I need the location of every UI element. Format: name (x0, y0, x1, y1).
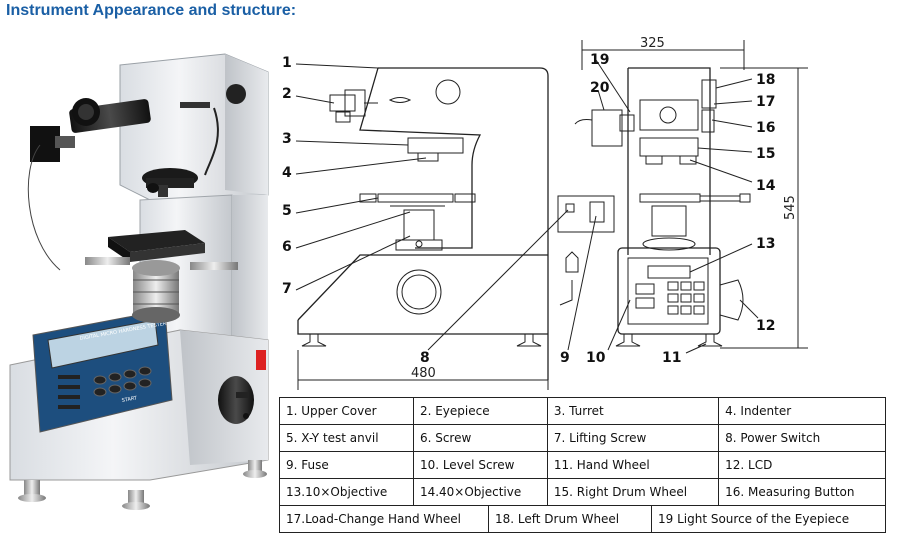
callout-14: 14 (756, 178, 776, 194)
callout-15: 15 (756, 146, 775, 162)
callout-8: 8 (420, 350, 430, 366)
table-cell: 4. Indenter (718, 397, 886, 425)
table-cell: 3. Turret (546, 397, 720, 425)
callouts: 1 2 3 4 5 6 7 8 9 10 11 12 13 14 15 16 1… (282, 52, 776, 366)
callout-2: 2 (282, 86, 292, 102)
table-cell-last-row: 17.Load-Change Hand Wheel 18. Left Drum … (279, 505, 886, 533)
table-cell: 19 Light Source of the Eyepiece (658, 512, 850, 526)
page-title: Instrument Appearance and structure: (6, 2, 297, 19)
table-cell: 10. Level Screw (412, 451, 548, 479)
structure-drawing: 480 (282, 36, 808, 390)
table-cell: 15. Right Drum Wheel (546, 478, 720, 506)
callout-4: 4 (282, 165, 292, 181)
callout-10: 10 (586, 350, 606, 366)
table-cell: 6. Screw (412, 424, 548, 452)
start-key-label: START (121, 395, 138, 404)
hand-wheel (218, 376, 254, 424)
xy-test-anvil (108, 230, 205, 252)
dim-325: 325 (640, 36, 665, 51)
callout-16: 16 (756, 120, 775, 136)
callout-9: 9 (560, 350, 570, 366)
table-cell: 17.Load-Change Hand Wheel (280, 506, 489, 532)
table-cell: 8. Power Switch (718, 424, 886, 452)
callout-19: 19 (590, 52, 609, 68)
table-cell: 18. Left Drum Wheel (488, 506, 652, 532)
dim-480: 480 (411, 366, 436, 381)
callout-13: 13 (756, 236, 775, 252)
callout-1: 1 (282, 55, 292, 71)
instrument-photo: DIGITAL MICRO HARDNESS TESTER START (9, 53, 269, 510)
parts-legend-table: 1. Upper Cover 2. Eyepiece 3. Turret 4. … (279, 397, 886, 533)
side-view: 325 545 (557, 36, 808, 349)
callout-20: 20 (590, 80, 610, 96)
table-cell: 11. Hand Wheel (546, 451, 720, 479)
table-cell: 14.40×Objective (412, 478, 548, 506)
table-row: 13.10×Objective 14.40×Objective 15. Righ… (279, 478, 886, 506)
table-cell: 9. Fuse (279, 451, 414, 479)
power-switch (256, 350, 266, 370)
callout-6: 6 (282, 239, 292, 255)
level-screws (18, 460, 267, 510)
dim-545: 545 (783, 195, 798, 220)
leader-lines (295, 59, 759, 354)
table-cell: 5. X-Y test anvil (279, 424, 414, 452)
table-cell: 13.10×Objective (279, 478, 414, 506)
callout-11: 11 (662, 350, 681, 366)
callout-5: 5 (282, 203, 292, 219)
callout-3: 3 (282, 131, 292, 147)
last-row-table: 17.Load-Change Hand Wheel 18. Left Drum … (280, 506, 885, 532)
callout-17: 17 (756, 94, 775, 110)
callout-12: 12 (756, 318, 775, 334)
keypad (93, 366, 152, 397)
table-row: 17.Load-Change Hand Wheel 18. Left Drum … (279, 505, 886, 533)
table-cell: 2. Eyepiece (412, 397, 548, 425)
table-cell: 7. Lifting Screw (546, 424, 720, 452)
table-row: 5. X-Y test anvil 6. Screw 7. Lifting Sc… (279, 424, 886, 452)
table-cell: 12. LCD (718, 451, 886, 479)
table-cell: 1. Upper Cover (279, 397, 414, 425)
callout-18: 18 (756, 72, 775, 88)
callout-7: 7 (282, 281, 292, 297)
table-row: 1. Upper Cover 2. Eyepiece 3. Turret 4. … (279, 397, 886, 425)
side-keys (58, 375, 80, 409)
side-keypad (635, 281, 705, 315)
table-cell: 16. Measuring Button (718, 478, 886, 506)
table-row: 9. Fuse 10. Level Screw 11. Hand Wheel 1… (279, 451, 886, 479)
front-view: 480 (297, 67, 549, 390)
